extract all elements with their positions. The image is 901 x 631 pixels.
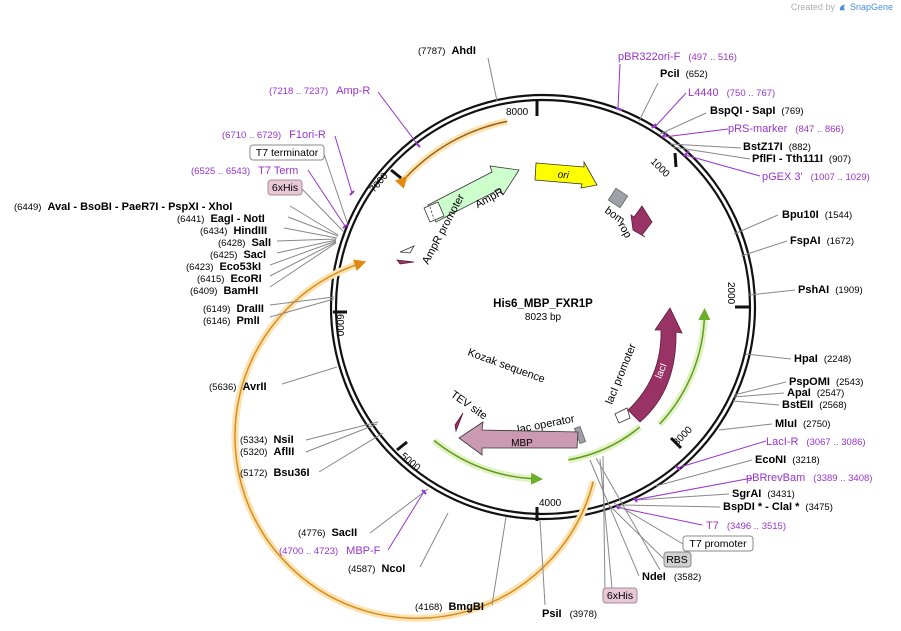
enzyme-PsiI[interactable]: PsiI(3978) xyxy=(542,608,597,620)
rbs-label: RBS xyxy=(666,554,688,566)
tick-label-6000: 6000 xyxy=(334,314,345,337)
enzyme-PmlI[interactable]: (6146)PmlI xyxy=(203,315,260,327)
tick-label-7000: 7000 xyxy=(368,170,391,194)
plasmid-backbone xyxy=(329,93,757,521)
laci-promoter-label: lacI promoter xyxy=(604,342,639,406)
enzyme-ApaI[interactable]: ApaI(2547) xyxy=(787,387,844,399)
boxed-t7-promoter[interactable]: T7 promoter xyxy=(682,535,754,552)
plasmid-size: 8023 bp xyxy=(525,312,562,323)
primer-pBR322ori-F[interactable]: pBR322ori-F(497 .. 516) xyxy=(618,51,737,63)
enzyme-NsiI[interactable]: (5334)NsiI xyxy=(240,434,294,446)
primer-LacI-R[interactable]: LacI-R(3067 .. 3086) xyxy=(766,436,866,448)
primer-ticks xyxy=(342,107,690,510)
enzyme-labels: (7787)AhdI PciI(652) BspQI - SapI(769) B… xyxy=(14,45,863,620)
enzyme-EcoNI[interactable]: EcoNI(3218) xyxy=(755,454,820,466)
enzyme-AvrII[interactable]: (5636)AvrII xyxy=(209,381,267,393)
enzyme-MluI[interactable]: MluI(2750) xyxy=(775,418,830,430)
enzyme-PspOMI[interactable]: PspOMI(2543) xyxy=(789,376,863,388)
tick-label-1000: 1000 xyxy=(648,156,672,180)
enzyme-EagI-NotI[interactable]: (6441)EagI - NotI xyxy=(177,213,265,225)
enzyme-SacI[interactable]: (6425)SacI xyxy=(210,249,266,261)
primer-T7-Term[interactable]: (6525 .. 6543)T7 Term xyxy=(191,165,298,177)
plasmid-name: His6_MBP_FXR1P xyxy=(493,298,593,310)
tick-label-3000: 3000 xyxy=(671,424,695,448)
orf-arcs xyxy=(231,117,711,622)
tick-label-2000: 2000 xyxy=(725,282,736,305)
t7-promoter-label: T7 promoter xyxy=(689,538,747,550)
primer-Amp-R[interactable]: (7218 .. 7237)Amp-R xyxy=(269,85,370,97)
enzyme-Bpu10I[interactable]: Bpu10I(1544) xyxy=(782,209,852,221)
leader-lines-primers xyxy=(307,63,767,551)
enzyme-HpaI[interactable]: HpaI(2248) xyxy=(794,353,851,365)
enzyme-AhdI[interactable]: (7787)AhdI xyxy=(418,45,476,57)
boxed-6xhis-bottom[interactable]: 6xHis xyxy=(602,587,638,604)
enzyme-NcoI[interactable]: (4587)NcoI xyxy=(348,563,405,575)
his-bottom-label: 6xHis xyxy=(607,590,633,602)
his-top-label: 6xHis xyxy=(272,182,298,194)
snapgene-logo-icon xyxy=(839,4,846,10)
enzyme-BspDI-ClaI[interactable]: BspDI * - ClaI *(3475) xyxy=(723,501,833,513)
primer-pRS-marker[interactable]: pRS-marker(847 .. 866) xyxy=(728,123,844,135)
enzyme-EcoRI[interactable]: (6415)EcoRI xyxy=(197,273,262,285)
kozak-label: Kozak sequence xyxy=(466,347,547,386)
snapgene-credit: Created by SnapGene xyxy=(791,2,893,12)
credit-text: Created by xyxy=(790,2,835,12)
primer-T7[interactable]: T7(3496 .. 3515) xyxy=(706,520,786,532)
enzyme-BspQI-SapI[interactable]: BspQI - SapI(769) xyxy=(710,105,804,117)
boxed-t7-terminator[interactable]: T7 terminator xyxy=(249,144,325,161)
credit-brand: SnapGene xyxy=(849,2,893,12)
primer-L4440[interactable]: L4440(750 .. 767) xyxy=(688,87,775,99)
feature-ori[interactable]: ori xyxy=(534,160,598,189)
ring-ticks xyxy=(333,101,749,521)
boxed-leader-lines xyxy=(301,153,684,589)
enzyme-BamHI[interactable]: (6409)BamHI xyxy=(190,285,258,297)
feature-mbp[interactable]: MBP xyxy=(458,421,579,456)
feature-tev-site[interactable]: TEV site xyxy=(448,389,489,433)
feature-laci[interactable]: lacI xyxy=(627,307,683,423)
boxed-6xhis-top[interactable]: 6xHis xyxy=(267,179,303,196)
enzyme-BstEII[interactable]: BstEII(2568) xyxy=(782,399,847,411)
enzyme-NdeI[interactable]: NdeI(3582) xyxy=(642,571,701,583)
enzyme-PflFI-Tth111I[interactable]: PflFI - Tth111I(907) xyxy=(752,153,851,165)
primer-pBRrevBam[interactable]: pBRrevBam(3389 .. 3408) xyxy=(746,472,872,484)
enzyme-SgrAI[interactable]: SgrAI(3431) xyxy=(732,488,795,500)
enzyme-PshAI[interactable]: PshAI(1909) xyxy=(798,284,863,296)
enzyme-XhoI-group[interactable]: (6449)AvaI - BsoBI - PaeR7I - PspXI - Xh… xyxy=(14,201,232,213)
feature-t7-cluster xyxy=(396,245,415,265)
primer-pGEX3[interactable]: pGEX 3'(1007 .. 1029) xyxy=(762,171,870,183)
enzyme-DraIII[interactable]: (6149)DraIII xyxy=(203,303,264,315)
primer-MBP-F[interactable]: (4700 .. 4723)MBP-F xyxy=(279,545,381,557)
tev-site-label: TEV site xyxy=(448,389,489,423)
primer-F1ori-R[interactable]: (6710 .. 6729)F1ori-R xyxy=(222,129,326,141)
enzyme-PciI[interactable]: PciI(652) xyxy=(660,68,708,80)
enzyme-Eco53kI[interactable]: (6423)Eco53kI xyxy=(186,261,261,273)
enzyme-Bsu36I[interactable]: (5172)Bsu36I xyxy=(240,467,310,479)
mbp-label: MBP xyxy=(511,438,533,449)
boxed-rbs[interactable]: RBS xyxy=(663,551,692,568)
feature-rop[interactable]: rop xyxy=(615,205,653,240)
t7-terminator-label: T7 terminator xyxy=(256,147,319,159)
leader-lines-enzymes xyxy=(269,57,796,606)
enzyme-FspAI[interactable]: FspAI(1672) xyxy=(790,235,854,247)
tick-label-4000: 4000 xyxy=(539,498,562,509)
enzyme-SacII[interactable]: (4776)SacII xyxy=(298,527,357,539)
enzyme-BstZ17I[interactable]: BstZ17I(882) xyxy=(743,141,811,153)
primer-labels: pBR322ori-F(497 .. 516) L4440(750 .. 767… xyxy=(191,51,872,557)
tick-label-8000: 8000 xyxy=(506,107,529,118)
enzyme-HindIII[interactable]: (6434)HindIII xyxy=(200,225,267,237)
enzyme-AflII[interactable]: (5320)AflII xyxy=(240,446,294,458)
feature-kozak: Kozak sequence xyxy=(466,347,547,386)
enzyme-BmgBI[interactable]: (4168)BmgBI xyxy=(415,601,484,613)
tick-label-5000: 5000 xyxy=(398,451,422,474)
ori-label: ori xyxy=(557,170,570,182)
laci-label: lacI xyxy=(654,362,670,381)
enzyme-SalI[interactable]: (6428)SalI xyxy=(218,237,271,249)
